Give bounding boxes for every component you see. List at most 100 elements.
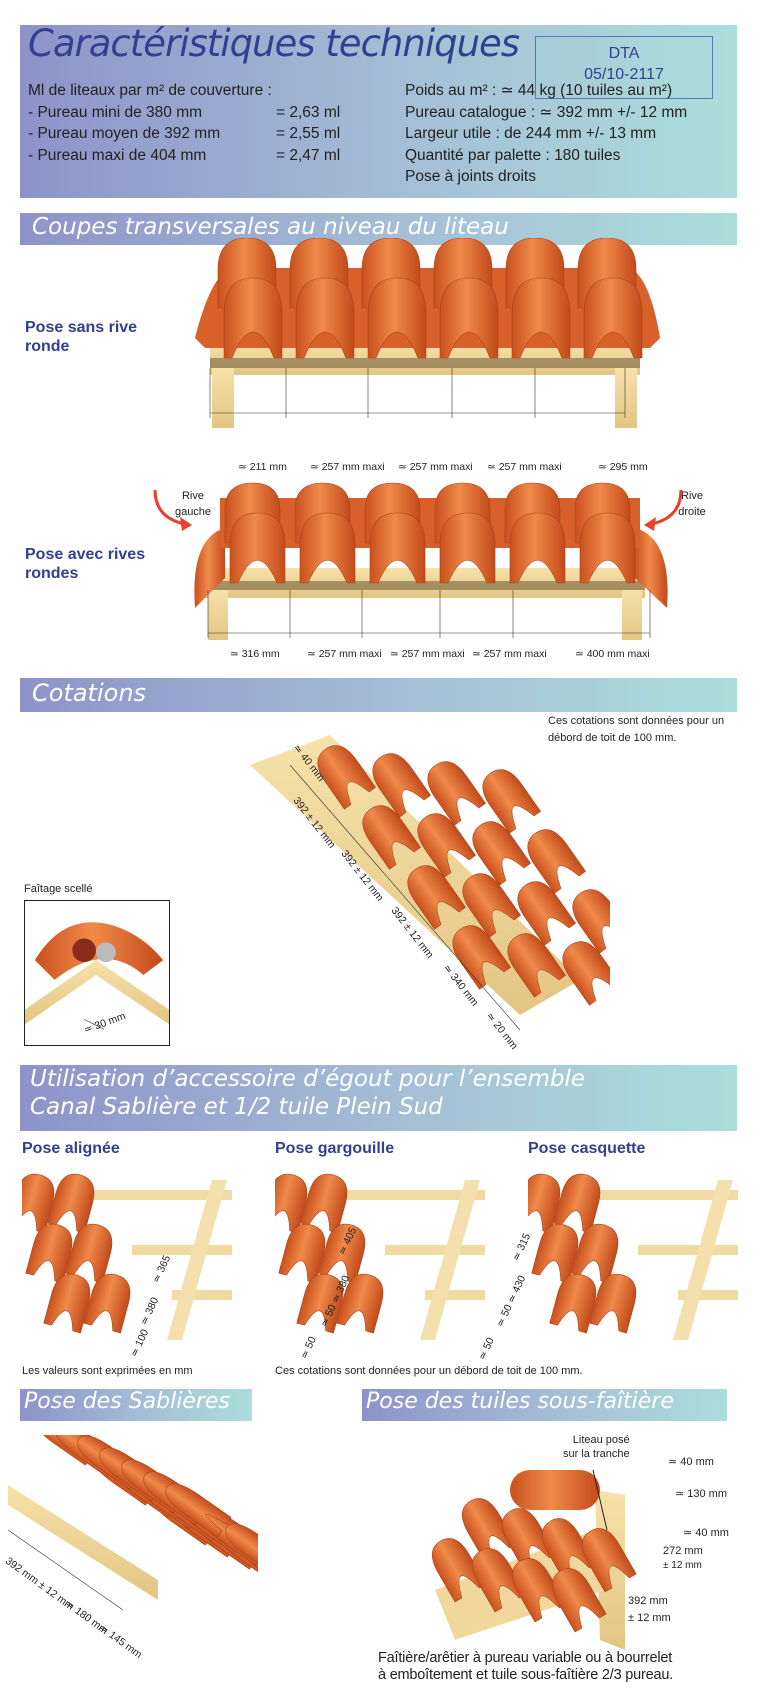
tile-shape xyxy=(462,873,521,938)
tile-shape xyxy=(362,805,421,870)
tile-shape xyxy=(318,1223,366,1284)
section-title-cotations: Cotations xyxy=(32,679,147,707)
tile-shape xyxy=(223,277,283,359)
liteaux-value: = 2,47 ml xyxy=(276,146,341,164)
dim-label: ≃ 211 mm xyxy=(238,461,287,473)
tile-shape xyxy=(439,277,499,359)
liteaux-label: - Pureau maxi de 404 mm xyxy=(28,146,207,164)
spec-item: Largeur utile : de 244 mm +/- 13 mm xyxy=(405,125,657,142)
liteaux-value: = 2,63 ml xyxy=(276,103,341,121)
tile-shape xyxy=(549,1273,597,1334)
tile-shape xyxy=(528,1173,561,1234)
dim-label: ≃ 295 mm xyxy=(598,461,648,473)
rive-gauche-label: Rive gauche xyxy=(174,490,212,518)
batten-shape xyxy=(425,1290,485,1300)
units-note: Les valeurs sont exprimées en mm xyxy=(22,1365,193,1377)
tile-shape xyxy=(407,865,466,930)
tile-shape xyxy=(482,769,541,834)
page-title: Caractéristiques techniques xyxy=(28,22,520,65)
tile-shape xyxy=(47,1173,95,1234)
pose-avec-rives-label: Pose avec rives rondes xyxy=(25,546,146,582)
section-bar-sablieres xyxy=(20,1389,252,1421)
dim-label: ≃ 145 mm xyxy=(96,1622,145,1661)
tile-shape xyxy=(369,512,426,584)
dta-number: 05/10-2117 xyxy=(584,66,664,83)
batten-shape xyxy=(385,1245,485,1255)
dim-label: 392 mm xyxy=(628,1595,668,1607)
tile-shape xyxy=(452,925,511,990)
arrow-right-icon xyxy=(644,489,683,531)
tile-shape xyxy=(541,1518,597,1583)
tile-shape xyxy=(589,1273,637,1334)
dim-label: ≃ 257 mm maxi xyxy=(472,648,547,660)
tile-shape xyxy=(336,1273,384,1334)
roof-section-avec-rives xyxy=(194,482,668,640)
dim-label: 272 mm xyxy=(663,1545,703,1557)
tile-shape xyxy=(229,512,286,584)
tile-shape xyxy=(509,512,566,584)
liteau-label: Liteau posé sur la tranche xyxy=(563,1433,630,1461)
tile-shape xyxy=(562,941,610,1006)
rafter-shape xyxy=(673,1180,733,1340)
batten-shape xyxy=(82,1190,232,1200)
tile-shape xyxy=(296,1273,344,1334)
spec-item: Pureau catalogue : ≃ 392 mm +/- 12 mm xyxy=(405,103,688,121)
faitage-detail-illustration xyxy=(24,900,170,1046)
tile-shape xyxy=(25,1223,73,1284)
tile-shape xyxy=(471,1548,527,1613)
header-panel xyxy=(20,25,737,198)
tile-shape xyxy=(299,512,356,584)
tile-shape xyxy=(511,1558,567,1623)
tile-shape xyxy=(583,277,643,359)
liteaux-label: - Pureau mini de 380 mm xyxy=(28,103,203,121)
dim-label: ≃ 316 mm xyxy=(230,648,280,660)
dim-label: ≃ 40 mm xyxy=(668,1456,714,1468)
tile-shape xyxy=(275,1173,308,1234)
tile-shape xyxy=(572,889,610,954)
tile-shape xyxy=(22,1173,55,1234)
section-bar-sous-faitiere xyxy=(362,1389,727,1421)
tile-shape xyxy=(278,1223,326,1284)
tile-shape xyxy=(531,1223,579,1284)
tile-shape xyxy=(165,1483,232,1538)
spec-item: Quantité par palette : 180 tuiles xyxy=(405,146,621,164)
caption-line2: à emboîtement et tuile sous-faîtière 2/3… xyxy=(378,1667,674,1683)
roof-cotations-illustration xyxy=(250,735,610,1031)
dim-label: ± 12 mm xyxy=(628,1612,671,1624)
dim-label: ± 12 mm xyxy=(663,1560,702,1571)
rafter-shape xyxy=(167,1180,227,1340)
tile-shape xyxy=(439,512,496,584)
section-title-egout-line2: Canal Sablière et 1/2 tuile Plein Sud xyxy=(30,1094,443,1120)
tile-shape xyxy=(579,512,636,584)
tile-shape xyxy=(427,761,486,826)
batten-shape xyxy=(132,1245,232,1255)
tile-shape xyxy=(367,277,427,359)
tile-shape xyxy=(417,813,476,878)
tile-shape xyxy=(431,1538,487,1603)
batten-shape xyxy=(638,1245,738,1255)
tile-shape xyxy=(581,1528,637,1593)
liteaux-block: Ml de liteaux par m² de couverture : - P… xyxy=(28,80,340,166)
tile-shape xyxy=(501,1508,557,1573)
caption-line1: Faîtière/arêtier à pureau variable ou à … xyxy=(378,1650,673,1666)
pose-casquette-illustration xyxy=(528,1173,738,1340)
tile-shape xyxy=(300,1173,348,1234)
tile-shape xyxy=(507,933,566,998)
roof-section-sans-rive xyxy=(195,238,660,428)
dim-label: ≃ 257 mm maxi xyxy=(307,648,382,660)
pose-alignee-illustration xyxy=(22,1173,232,1340)
tile-shape xyxy=(517,881,576,946)
rafter-shape xyxy=(420,1180,480,1340)
section-title-egout-line1: Utilisation d’accessoire d’égout pour l’… xyxy=(30,1066,586,1092)
section-bar-egout xyxy=(20,1065,737,1131)
tile-shape xyxy=(461,1498,517,1563)
rive-droite-label: Rive droite xyxy=(678,490,706,518)
tile-shape xyxy=(527,829,586,894)
batten-shape xyxy=(172,1290,232,1300)
tile-shape xyxy=(295,277,355,359)
tile-shape xyxy=(553,1173,601,1234)
section-bar-cotations xyxy=(20,678,737,712)
faitage-label: Faîtage scellé xyxy=(24,883,93,895)
dim-label: ≃ 257 mm maxi xyxy=(398,461,473,473)
tile-shape xyxy=(472,821,531,886)
